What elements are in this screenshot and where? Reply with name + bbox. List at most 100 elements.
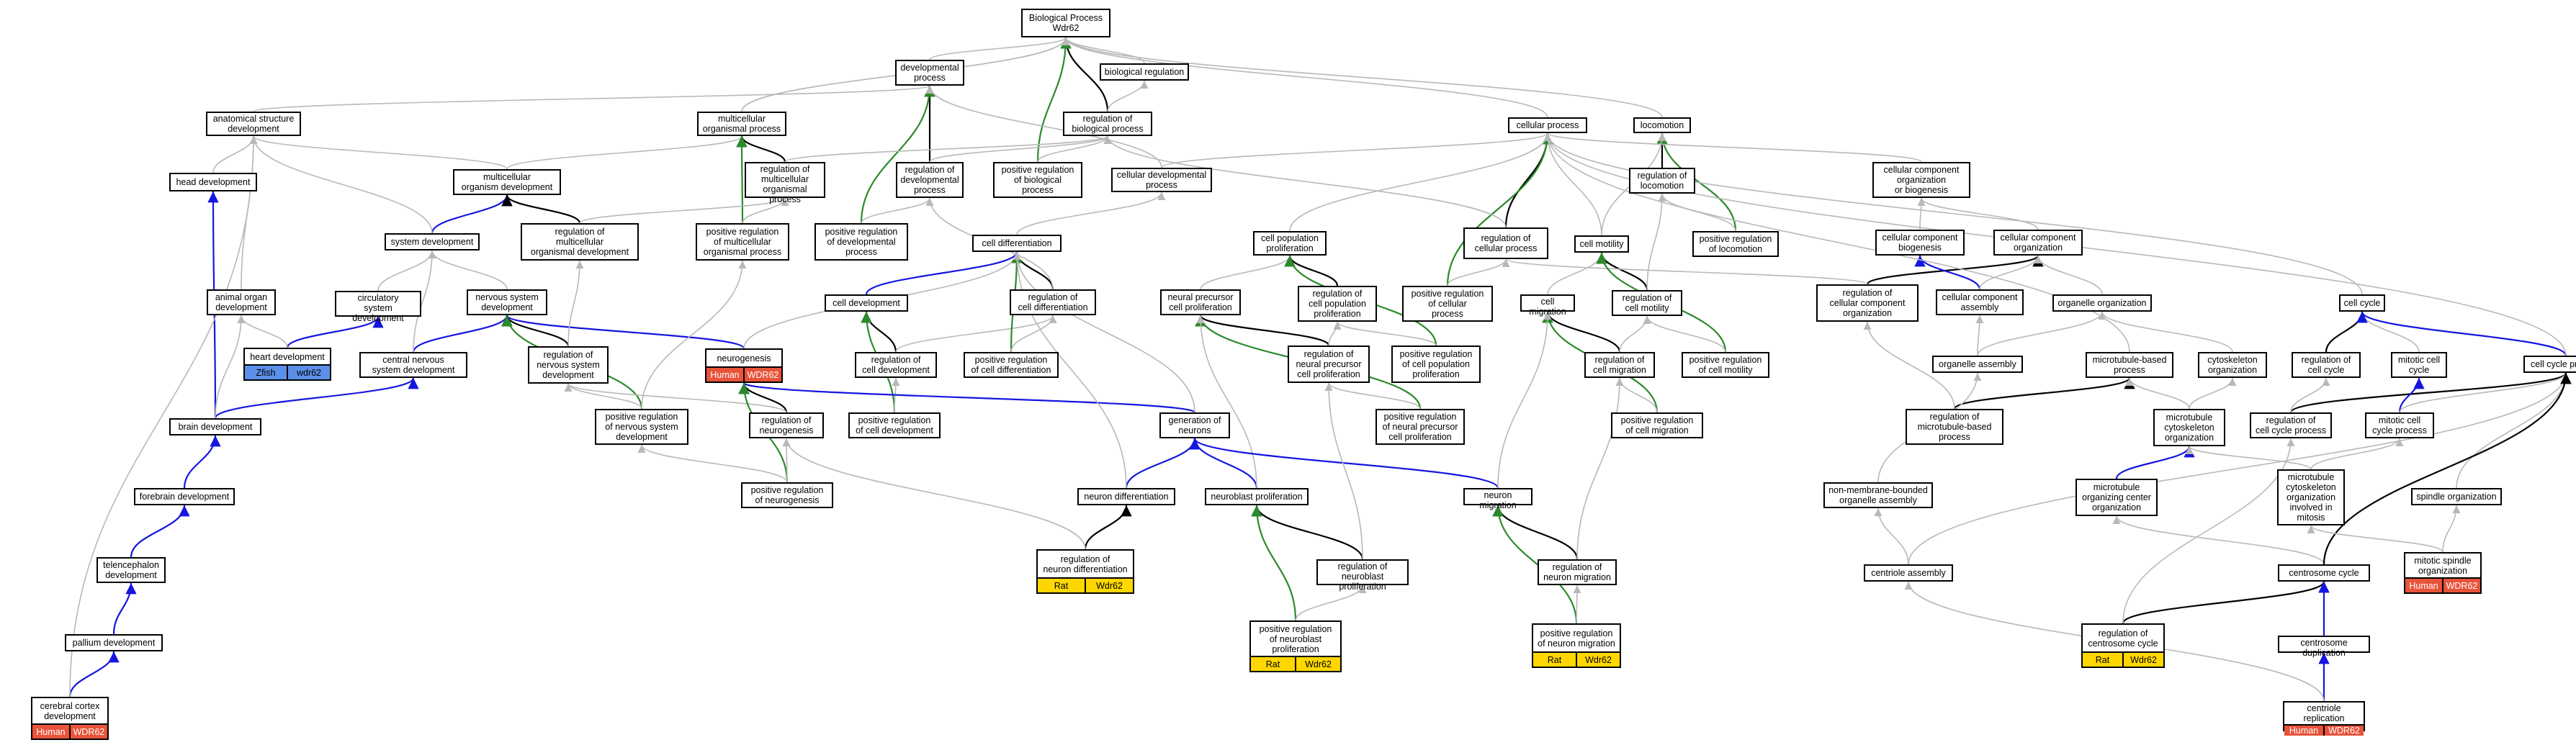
go-term-node-brain[interactable]: brain development	[169, 418, 261, 435]
go-term-node-rloc[interactable]: regulation of locomotion	[1629, 168, 1695, 194]
edge-rnd-to-rneurog	[782, 438, 1086, 550]
go-term-node-cdiff[interactable]: cell differentiation	[972, 235, 1062, 252]
go-term-node-prcdev[interactable]: positive regulation of cell development	[848, 412, 941, 438]
go-term-node-mod[interactable]: multicellular organism development	[453, 169, 561, 195]
go-term-label: centrosome cycle	[2289, 568, 2359, 578]
go-term-node-rcco[interactable]: regulation of cellular component organiz…	[1816, 284, 1918, 322]
go-term-node-gon[interactable]: generation of neurons	[1159, 412, 1230, 438]
go-term-node-cmig[interactable]: cell migration	[1520, 294, 1575, 317]
go-term-node-mco[interactable]: microtubule cytoskeleton organization	[2153, 409, 2225, 446]
go-term-node-forebrain[interactable]: forebrain development	[134, 488, 235, 505]
go-term-node-rnpcp[interactable]: regulation of neural precursor cell prol…	[1288, 346, 1370, 383]
go-term-node-prloc[interactable]: positive regulation of locomotion	[1692, 231, 1779, 257]
go-term-node-prdp[interactable]: positive regulation of developmental pro…	[814, 223, 908, 261]
go-term-node-prbp[interactable]: positive regulation of biological proces…	[993, 162, 1082, 198]
go-term-node-spindle[interactable]: spindle organization	[2411, 488, 2502, 505]
edge-rcmig-to-rcm	[1619, 315, 1651, 353]
go-term-node-mbp[interactable]: microtubule-based process	[2086, 352, 2173, 378]
go-term-node-ndiff[interactable]: neuron differentiation	[1077, 488, 1175, 505]
go-term-node-rcd[interactable]: regulation of cell differentiation	[1010, 289, 1096, 315]
go-term-node-prcm[interactable]: positive regulation of cell motility	[1682, 352, 1769, 378]
go-term-node-cdp[interactable]: cellular developmental process	[1111, 168, 1212, 192]
go-term-node-ca[interactable]: centriole assembly	[1864, 564, 1953, 582]
go-term-node-dev[interactable]: developmental process	[895, 60, 964, 86]
go-term-node-ccob[interactable]: cellular component organization or bioge…	[1872, 162, 1970, 198]
go-term-node-rcmig[interactable]: regulation of cell migration	[1584, 352, 1655, 378]
go-term-node-sd[interactable]: system development	[385, 233, 480, 250]
go-term-node-mcomit[interactable]: microtubule cytoskeleton organization in…	[2277, 469, 2345, 525]
go-term-node-aod[interactable]: animal organ development	[207, 289, 276, 315]
go-term-node-cyto[interactable]: cytoskeleton organization	[2198, 352, 2267, 378]
go-term-node-rmod[interactable]: regulation of multicellular organismal d…	[521, 223, 639, 261]
go-term-node-mocc[interactable]: microtubule organizing center organizati…	[2075, 479, 2158, 516]
go-term-node-cpp[interactable]: cell population proliferation	[1253, 231, 1327, 256]
go-term-node-tel[interactable]: telencephalon development	[97, 557, 166, 583]
go-term-node-prnpcp[interactable]: positive regulation of neural precursor …	[1375, 409, 1465, 445]
go-term-node-csc[interactable]: centrosome cycle	[2278, 564, 2370, 582]
go-term-node-rnbp[interactable]: regulation of neuroblast proliferation	[1316, 559, 1409, 592]
go-term-node-rcc[interactable]: regulation of cell cycle	[2292, 352, 2361, 378]
go-term-label: cell motility	[1579, 239, 1624, 249]
go-term-node-prmop[interactable]: positive regulation of multicellular org…	[696, 223, 789, 261]
go-term-node-loc[interactable]: locomotion	[1633, 117, 1691, 133]
go-term-node-prcp[interactable]: positive regulation of cellular process	[1402, 286, 1493, 322]
go-term-node-cmot[interactable]: cell motility	[1574, 235, 1629, 253]
go-term-node-mccp[interactable]: mitotic cell cycle process	[2365, 412, 2434, 438]
edge-ccp-to-cc	[2356, 311, 2567, 356]
go-term-node-asd[interactable]: anatomical structure development	[206, 112, 301, 136]
go-term-node-npcp[interactable]: neural precursor cell proliferation	[1160, 289, 1241, 315]
go-term-node-rcp[interactable]: regulation of cellular process	[1463, 227, 1548, 259]
go-term-node-csd[interactable]: circulatory system development	[335, 291, 421, 323]
go-term-node-breg[interactable]: biological regulation	[1100, 63, 1189, 81]
go-term-label: positive regulation of nervous system de…	[605, 412, 678, 442]
go-term-node-prcmig[interactable]: positive regulation of cell migration	[1611, 412, 1703, 438]
go-term-node-rdp[interactable]: regulation of developmental process	[896, 162, 964, 198]
go-term-node-nmig[interactable]: neuron migration	[1463, 488, 1532, 510]
go-term-node-mcc[interactable]: mitotic cell cycle	[2391, 352, 2447, 378]
go-term-node-rnm[interactable]: regulation of neuron migration	[1538, 559, 1617, 585]
go-term-node-nsd[interactable]: nervous system development	[467, 289, 547, 315]
go-term-node-prcd[interactable]: positive regulation of cell differentiat…	[964, 352, 1059, 378]
go-term-node-rcm[interactable]: regulation of cell motility	[1612, 290, 1682, 316]
go-term-node-rbp[interactable]: regulation of biological process	[1063, 112, 1152, 136]
go-term-node-oa[interactable]: organelle assembly	[1932, 356, 2023, 373]
go-term-node-rcdev[interactable]: regulation of cell development	[855, 352, 937, 378]
go-term-node-nmboa[interactable]: non-membrane-bounded organelle assembly	[1823, 482, 1933, 508]
go-term-label: positive regulation of cell motility	[1689, 355, 1762, 375]
go-term-node-rccp[interactable]: regulation of cell cycle process	[2250, 412, 2332, 438]
go-term-node-bp[interactable]: Biological Process Wdr62	[1021, 9, 1110, 37]
go-term-node-hd[interactable]: head development	[169, 173, 257, 191]
go-term-node-ccp[interactable]: cell cycle process	[2523, 356, 2576, 373]
go-term-node-cdev[interactable]: cell development	[825, 294, 908, 312]
go-term-node-rcpp[interactable]: regulation of cell population proliferat…	[1298, 286, 1377, 322]
go-term-node-oo[interactable]: organelle organization	[2052, 294, 2152, 312]
go-term-node-cdup[interactable]: centrosome duplication	[2278, 636, 2370, 658]
edge-prdp-to-rdp	[861, 197, 934, 224]
go-term-node-prcpp[interactable]: positive regulation of cell population p…	[1391, 346, 1481, 383]
go-term-node-pallium[interactable]: pallium development	[65, 634, 163, 651]
go-term-node-rmbp[interactable]: regulation of microtubule-based process	[1906, 409, 2003, 445]
go-term-node-prnbp[interactable]: positive regulation of neuroblast prolif…	[1249, 620, 1342, 672]
go-term-node-mop[interactable]: multicellular organismal process	[697, 112, 786, 136]
go-term-node-cco[interactable]: cellular component organization	[1993, 230, 2083, 256]
go-term-node-cp[interactable]: cellular process	[1508, 117, 1587, 133]
go-term-node-rmop[interactable]: regulation of multicellular organismal p…	[745, 162, 825, 204]
go-term-label: system development	[390, 237, 474, 247]
go-term-node-rneurog[interactable]: regulation of neurogenesis	[749, 412, 824, 438]
go-term-node-cc[interactable]: cell cycle	[2339, 294, 2385, 312]
go-term-node-cnsd[interactable]: central nervous system development	[359, 352, 467, 378]
go-term-node-cca[interactable]: cellular component assembly	[1936, 289, 2024, 315]
go-term-node-prneurog[interactable]: positive regulation of neurogenesis	[741, 482, 833, 508]
go-term-node-ccb[interactable]: cellular component biogenesis	[1875, 230, 1965, 256]
go-term-node-rnsd[interactable]: regulation of nervous system development	[528, 346, 609, 384]
go-term-node-prnsd[interactable]: positive regulation of nervous system de…	[595, 409, 688, 445]
go-term-node-nbp[interactable]: neuroblast proliferation	[1205, 488, 1309, 505]
